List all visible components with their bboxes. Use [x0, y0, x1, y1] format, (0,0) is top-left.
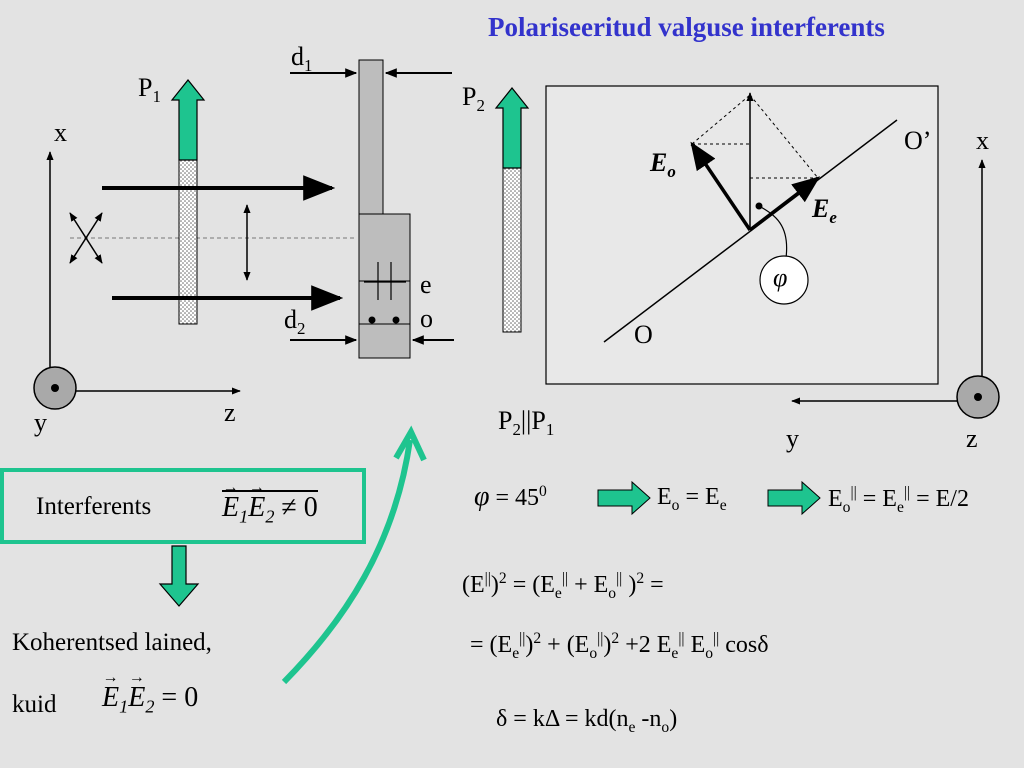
interference-word: Interferents	[36, 493, 152, 520]
polarizer-p2	[494, 87, 530, 333]
label-Ee: Ee	[812, 194, 837, 228]
axis-label-y-left: y	[34, 408, 47, 437]
label-d1: d1	[291, 42, 313, 76]
coherent-text-line2: kuid	[12, 691, 57, 718]
label-O-prime: O’	[904, 126, 932, 155]
axis-label-z-right: z	[966, 424, 978, 453]
p2-direction-icon	[494, 87, 530, 169]
parallel-condition: P2||P1	[498, 406, 555, 440]
label-o-ray: o	[420, 304, 433, 333]
interference-box	[0, 468, 366, 544]
p1-direction-icon	[170, 79, 206, 161]
label-p1: P1	[138, 73, 161, 107]
slide-title: Polariseeritud valguse interferents	[488, 12, 885, 42]
axis-label-x-right: x	[976, 126, 989, 155]
right-axes	[791, 159, 1000, 419]
axis-label-z-left: z	[224, 398, 236, 427]
phi-angle-bubble	[759, 255, 809, 305]
left-axes	[33, 151, 241, 410]
down-arrow-icon	[158, 545, 200, 607]
vector-diagram-panel	[545, 85, 939, 385]
implies-arrow-1	[597, 480, 651, 516]
label-e-ray: e	[420, 270, 432, 299]
label-phi: φ	[773, 263, 788, 292]
unpolarized-light-icon	[69, 212, 103, 264]
equation-half: Eo|| = Ee|| = E/2	[828, 484, 969, 516]
polarizer-p1	[170, 79, 206, 325]
crystal-plates	[358, 59, 411, 359]
axis-label-x-left: x	[54, 118, 67, 147]
label-p2: P2	[462, 82, 485, 116]
interference-formula: E1E2 ≠ 0	[222, 480, 318, 526]
implies-arrow-2	[767, 480, 821, 516]
equation-line2: (E||)2 = (Ee|| + Eo|| )2 =	[462, 570, 664, 602]
label-d2: d2	[284, 305, 306, 339]
equation-line4: δ = kΔ = kd(ne -no)	[496, 706, 678, 736]
vector-diagram	[603, 92, 898, 343]
equation-eo-ee: Eo = Ee	[657, 484, 727, 514]
label-Eo: Eo	[650, 148, 676, 182]
equation-phi-45-left: φ = 450	[474, 481, 547, 512]
axis-label-y-right: y	[786, 424, 799, 453]
curved-arrow-icon	[281, 439, 413, 685]
equation-line3: = (Ee||)2 + (Eo||)2 +2 Ee|| Eo|| cosδ	[470, 630, 769, 662]
coherent-formula: E1E2 = 0	[102, 670, 198, 716]
coherent-text-line1: Koherentsed lained,	[12, 629, 212, 656]
label-O: O	[634, 320, 653, 349]
